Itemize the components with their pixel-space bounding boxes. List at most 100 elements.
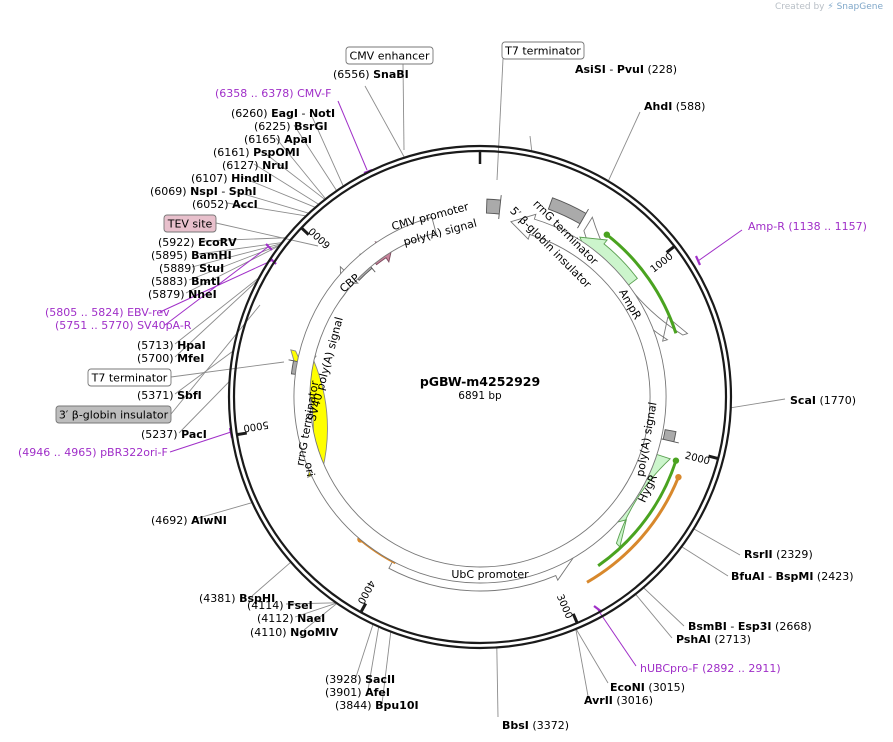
site-label-avrii: AvrII (3016) <box>584 694 653 707</box>
tick-mark-5000 <box>236 431 248 437</box>
primer-label-pbr322ori-f: (4946 .. 4965) pBR322ori-F <box>18 446 168 459</box>
site-pos-naei: 4112 <box>261 612 289 625</box>
primer-leader-pbr322ori-f <box>169 431 232 453</box>
site-name-hpai: HpaI <box>177 339 206 352</box>
tick-mark-1000 <box>665 245 676 254</box>
site-leader-paci <box>178 380 230 434</box>
site-name-bsphi: BspHI <box>239 592 275 605</box>
site-gap: ) <box>180 288 188 301</box>
box-t7-terminator-1 <box>501 41 585 60</box>
site-dash: - <box>765 570 776 583</box>
primer-label-ebv-rev: (5805 .. 5824) EBV-rev <box>45 306 170 319</box>
label-layer: pGBW-m4252929 6891 bp AsiSI - PvuI (228)… <box>18 41 867 732</box>
site-name-acci: AccI <box>232 198 258 211</box>
site-close: ) <box>852 394 856 407</box>
site-pos-bsmbi: 2668 <box>779 620 807 633</box>
site-name-pspomi: PspOMI <box>253 146 300 159</box>
primer-range-amp-r: (1138 .. 1157) <box>788 220 867 233</box>
site-leader-hpai <box>174 277 260 345</box>
site-leader-bsphi <box>251 561 292 597</box>
site-open: ( <box>335 699 339 712</box>
site-name-apai: ApaI <box>284 133 312 146</box>
primer-name-hubcpro-f: hUBCpro-F <box>640 662 699 675</box>
site-open: ( <box>141 428 145 441</box>
site-leader-bsrgi <box>293 124 338 192</box>
site-pos-avrii: 3016 <box>621 694 649 707</box>
site-close: ) <box>649 694 653 707</box>
site-name-stui: StuI <box>199 262 224 275</box>
site-pos-econi: 3015 <box>653 681 681 694</box>
credit-prefix: Created by <box>774 2 825 12</box>
site-open: ( <box>325 673 329 686</box>
site-gap: ) <box>183 514 191 527</box>
site-label-fsei: (4114) FseI <box>247 599 313 612</box>
site-label-hindiii: (6107) HindIII <box>191 172 272 185</box>
site-name-pshai: PshAI <box>676 633 711 646</box>
site-label-pshai: PshAI (2713) <box>676 633 751 646</box>
site-label-mfei: (5700) MfeI <box>137 352 204 365</box>
site-gap: ( <box>773 548 781 561</box>
site-leader-ngomiv <box>303 602 338 631</box>
site-gap: ) <box>357 673 365 686</box>
site-gap: ) <box>282 626 290 639</box>
primer-leader-cmv-f <box>337 100 368 171</box>
site-leader-fsei <box>285 602 337 605</box>
site-pos-afei: 3901 <box>329 686 357 699</box>
primer-range-sv40pa-r: (5751 .. 5770) <box>55 319 134 332</box>
site-leader-acci <box>226 202 307 217</box>
site-pos-nspi: 6069 <box>154 185 182 198</box>
primer-range-hubcpro-f: (2892 .. 2911) <box>702 662 781 675</box>
site-label-ecorv: (5922) EcoRV <box>158 236 237 249</box>
tick-label-6000: 6000 <box>307 225 333 250</box>
credit-brand: SnapGene <box>836 2 883 12</box>
ampr-orf-band <box>605 233 678 334</box>
beta-globin-insulator-block <box>547 197 589 229</box>
site-leader-bsmbi <box>643 587 685 627</box>
hygr-orange-band <box>586 476 680 584</box>
site-pos-snabi: 6556 <box>337 68 365 81</box>
site-name-avrii: AvrII <box>584 694 613 707</box>
site-leader-ahdi <box>607 111 641 182</box>
site-gap: ) <box>182 185 190 198</box>
site-close: ) <box>565 719 569 732</box>
site-label-ngomiv: (4110) NgoMIV <box>250 626 339 639</box>
site-leader-ecorv <box>201 237 286 242</box>
box-leader-tev-site-2 <box>215 222 319 247</box>
site-pos-bfuai: 2423 <box>821 570 849 583</box>
site-pos-ngomiv: 4110 <box>254 626 282 639</box>
primer-name-pbr322ori-f: pBR322ori-F <box>100 446 168 459</box>
snapgene-logo: ⚡ <box>827 2 834 12</box>
site-pos-sbfi: 5371 <box>141 389 169 402</box>
ampr-orf-band-head <box>603 231 611 238</box>
box-label-3-globin-insulator-4: 3′ β-globin insulator <box>59 409 169 422</box>
primer-label-amp-r: Amp-R (1138 .. 1157) <box>748 220 867 233</box>
primer-name-ebv-rev: EBV-rev <box>127 306 170 319</box>
site-close: ) <box>747 633 751 646</box>
site-name-bmti: BmtI <box>191 275 220 288</box>
box-label-t7-terminator-3: T7 terminator <box>91 372 168 385</box>
polya-signal-block <box>658 429 679 444</box>
site-label-nspi: (6069) NspI - SphI <box>150 185 257 198</box>
site-label-hpai: (5713) HpaI <box>137 339 206 352</box>
site-open: ( <box>250 626 254 639</box>
site-open: ( <box>137 352 141 365</box>
site-label-sacii: (3928) SacII <box>325 673 395 686</box>
site-pos-stui: 5889 <box>163 262 191 275</box>
primer-range-cmv-f: (6358 .. 6378) <box>215 87 294 100</box>
site-gap: ) <box>254 159 262 172</box>
site-gap: ( <box>816 394 824 407</box>
site-name-ahdi: AhdI <box>644 100 672 113</box>
site-pos-scai: 1770 <box>824 394 852 407</box>
site-leader-pspomi <box>261 150 326 200</box>
site-gap: ) <box>223 172 231 185</box>
site-label-scai: ScaI (1770) <box>790 394 856 407</box>
site-label-paci: (5237) PacI <box>141 428 207 441</box>
site-open: ( <box>137 389 141 402</box>
site-name2-bspmi: BspMI <box>776 570 814 583</box>
tick-mark-6000 <box>300 226 310 236</box>
site-leader-pshai <box>635 593 673 639</box>
site-gap: ) <box>169 352 177 365</box>
site-label-bbsi: BbsI (3372) <box>502 719 569 732</box>
plasmid-size: 6891 bp <box>458 390 502 402</box>
site-label-bmti: (5883) BmtI <box>151 275 220 288</box>
